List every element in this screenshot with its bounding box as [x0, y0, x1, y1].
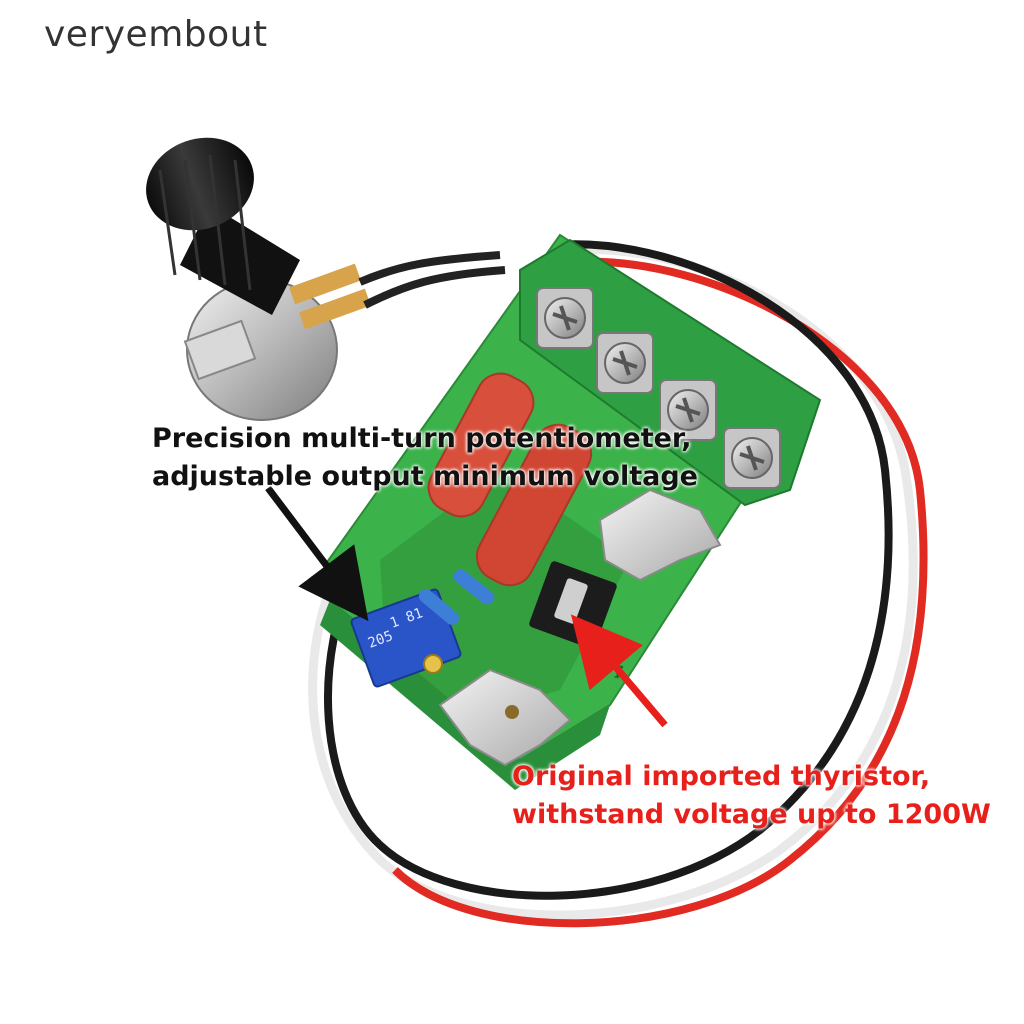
thyristor-arrow: [570, 614, 668, 728]
capacitor: [475, 423, 593, 587]
terminal-screw: [659, 379, 717, 441]
potentiometer-caption: Precision multi-turn potentiometer, adju…: [152, 420, 698, 496]
black-wire: [324, 240, 893, 900]
screw-terminal-block: [519, 238, 822, 507]
capacitor: [427, 372, 535, 518]
terminal-screw: [723, 427, 781, 489]
rotary-potentiometer: [146, 137, 506, 421]
terminal-screw: [536, 287, 594, 349]
potentiometer-caption-line1: Precision multi-turn potentiometer,: [152, 423, 692, 454]
heatsink-upper: [598, 488, 722, 582]
thyristor-caption-line1: Original imported thyristor,: [512, 761, 931, 792]
heatsink-lower: [438, 668, 572, 767]
wire-loop: [308, 240, 928, 928]
heat-sinks: [438, 488, 722, 767]
resistors: [418, 569, 495, 625]
trimmer-potentiometer: 205 1 81: [350, 588, 462, 688]
potentiometer-arrow: [265, 485, 369, 622]
pot-lead-wires: [358, 251, 501, 286]
potentiometer-caption-line2: adjustable output minimum voltage: [152, 461, 698, 492]
thyristor-caption-line2: withstand voltage up to 1200W: [512, 799, 991, 830]
thyristor-caption: Original imported thyristor, withstand v…: [512, 758, 991, 834]
terminal-screw: [596, 332, 654, 394]
film-capacitors: [427, 372, 593, 587]
watermark-text: veryembout: [44, 14, 268, 55]
